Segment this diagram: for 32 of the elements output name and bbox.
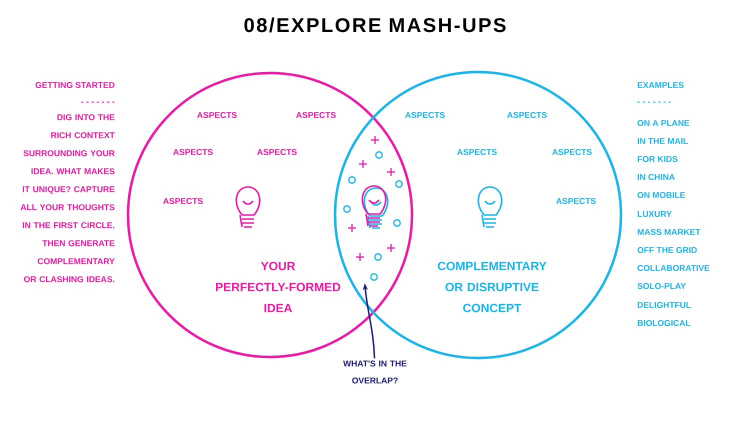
example-item: ON MOBILE [638,192,686,198]
aspect-label: ASPECTS [507,112,547,118]
example-item: COLLABORATIVE [638,265,710,271]
aspect-label: ASPECTS [556,198,596,204]
aspect-label: ASPECTS [457,149,497,155]
example-item: IN CHINA [638,174,675,180]
section-heading: GETTING STARTED [36,82,114,88]
example-item: BIOLOGICAL [638,320,690,326]
instructions-text: DIG INTO THE RICH CONTEXT SURROUNDING YOUR IDEA. WHAT MAKES IT UNIQUE? CAPTURE ALL YOUR THOUGHTS IN THE FIRST CIRCLE. THEN GENERATE COMPLEMENTARY OR CLASHING IDEAS. [20,114,115,282]
dash-divider: - - - - - - - [638,102,671,103]
aspect-label: ASPECTS [405,112,445,118]
aspect-label: ASPECTS [552,149,592,155]
example-item: SOLO-PLAY [637,283,686,289]
example-item: ON A PLANE [638,120,690,126]
section-heading: EXAMPLES [638,82,684,88]
overlap-drawing [343,135,403,281]
example-item: IN THE MAIL [638,138,688,144]
circle-label: COMPLEMENTARY OR DISRUPTIVE CONCEPT [438,262,546,312]
aspect-label: ASPECTS [173,149,213,155]
example-item: DELIGHTFUL [638,302,691,308]
example-item: MASS MARKET [638,229,700,235]
aspect-label: ASPECTS [257,149,297,155]
overlap-question: WHAT'S IN THE OVERLAP? [343,360,407,384]
aspect-label: ASPECTS [163,198,203,204]
example-item: FOR KIDS [638,156,678,162]
example-item: LUXURY [638,211,672,217]
title: 08/EXPLORE MASH-UPS [244,18,506,32]
example-item: OFF THE GRID [638,247,697,253]
aspect-label: ASPECTS [197,112,237,118]
dash-divider: - - - - - - - [81,102,114,103]
aspect-label: ASPECTS [296,112,336,118]
circle-label: YOUR PERFECTLY-FORMED IDEA [216,262,340,312]
